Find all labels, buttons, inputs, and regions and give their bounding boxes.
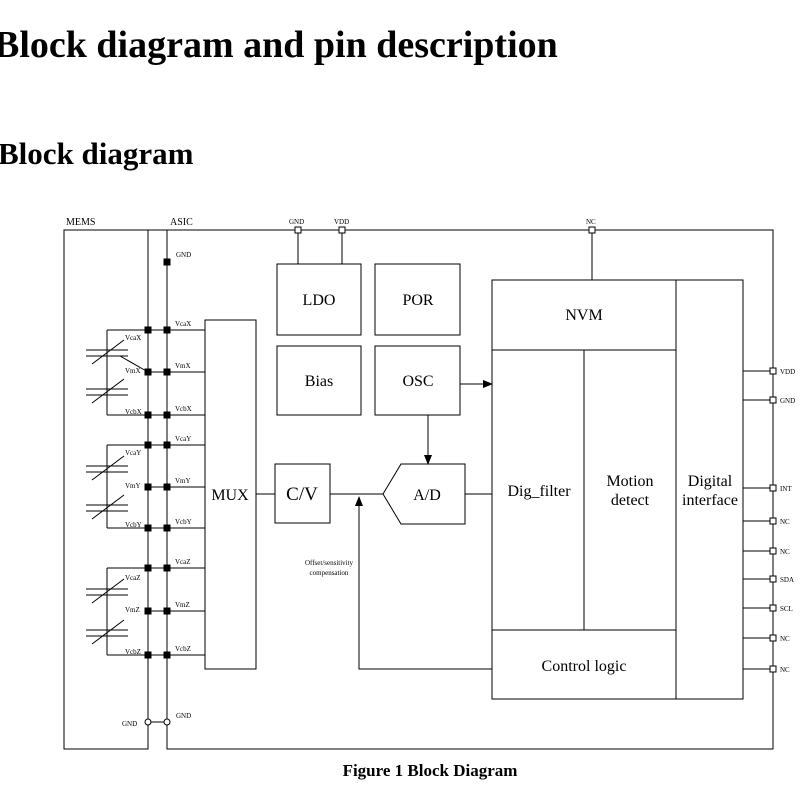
sensor-label: VcaX <box>125 334 141 342</box>
sensor-label: VmX <box>125 367 141 375</box>
ldo-label: LDO <box>303 292 336 309</box>
sensor-label: VcaZ <box>125 574 141 582</box>
cv-label: C/V <box>286 484 318 505</box>
por-block <box>374 263 461 336</box>
capacitor-symbols <box>86 339 128 645</box>
top-pin-gnd: GND <box>289 218 304 226</box>
asic-gnd-top: GND <box>176 251 191 259</box>
control-logic-label: Control logic <box>542 658 627 675</box>
right-pin-label: GND <box>780 397 795 405</box>
asic-region <box>166 229 774 750</box>
mux-input-label: VcbY <box>175 518 192 526</box>
osc-label: OSC <box>402 373 433 390</box>
sensor-label: VcbX <box>125 408 142 416</box>
motion-label-1: Motion <box>606 473 653 490</box>
digital-label-1: Digital <box>688 473 733 490</box>
figure-caption: Figure 1 Block Diagram <box>342 761 518 780</box>
mux-input-label: VmX <box>175 362 191 370</box>
motion-label-2: detect <box>611 492 650 509</box>
mux-input-label: VmZ <box>175 601 190 609</box>
annotation-line1: Offset/sensitivity <box>305 559 354 567</box>
mux-input-label: VcbX <box>175 405 192 413</box>
bias-block <box>276 345 362 416</box>
right-pin-label: NC <box>780 548 790 556</box>
section-title: Block diagram and pin description <box>0 24 558 66</box>
bond-pads <box>144 258 171 659</box>
top-pin-vdd: VDD <box>334 218 349 226</box>
right-pin-label: INT <box>780 485 792 493</box>
asic-gnd-bottom: GND <box>176 712 191 720</box>
mems-gnd-bottom: GND <box>122 720 137 728</box>
right-pin-label: NC <box>780 666 790 674</box>
mux-input-label: VcaX <box>175 320 191 328</box>
right-pin-label: NC <box>780 518 790 526</box>
mux-input-label: VcbZ <box>175 645 191 653</box>
annotation-line2: compensation <box>310 569 349 577</box>
nvm-label: NVM <box>565 307 602 324</box>
right-pin-label: NC <box>780 635 790 643</box>
mux-input-label: VcaY <box>175 435 191 443</box>
pin-squares <box>294 226 777 673</box>
digital-core-block <box>491 279 744 700</box>
right-pin-label: SCL <box>780 605 793 613</box>
sensor-label: VcbZ <box>125 648 141 656</box>
asic-label: ASIC <box>170 217 193 228</box>
por-label: POR <box>402 292 433 309</box>
mems-label: MEMS <box>66 217 95 228</box>
mux-label: MUX <box>211 487 249 504</box>
right-pin-label: VDD <box>780 368 795 376</box>
right-pin-label: SDA <box>780 576 794 584</box>
mux-input-label: VcaZ <box>175 558 191 566</box>
ad-label: A/D <box>413 487 441 504</box>
sensor-label: VcbY <box>125 521 142 529</box>
ldo-block <box>276 263 362 336</box>
subsection-title: Block diagram <box>0 136 194 171</box>
sensor-label: VcaY <box>125 449 141 457</box>
mux-input-label: VmY <box>175 477 191 485</box>
sensor-label: VmZ <box>125 606 140 614</box>
top-pin-nc: NC <box>586 218 596 226</box>
osc-block <box>374 345 461 416</box>
sensor-label: VmY <box>125 482 141 490</box>
digital-label-2: interface <box>682 492 738 509</box>
bias-label: Bias <box>305 373 333 390</box>
dig-filter-label: Dig_filter <box>507 483 571 500</box>
